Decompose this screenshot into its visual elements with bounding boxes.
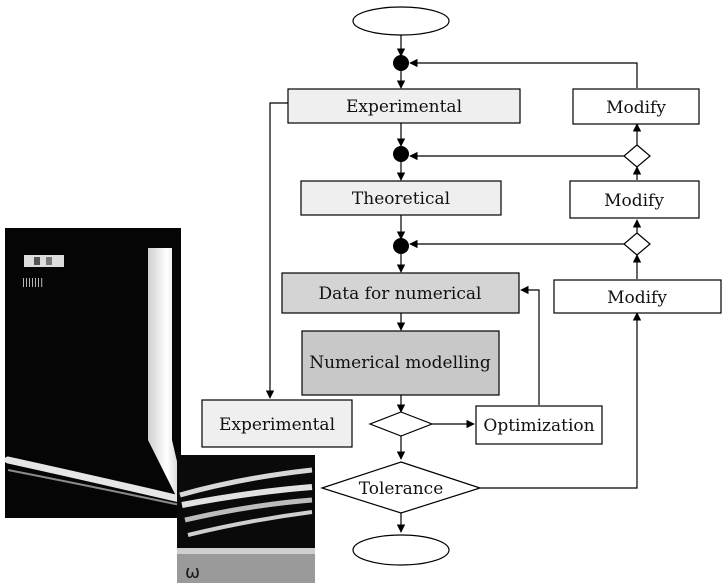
modify-bottom-label: Modify xyxy=(607,288,667,308)
experiment-photo-fibers: ω xyxy=(177,455,315,583)
tolerance-label: Tolerance xyxy=(359,479,444,499)
decision-diamond-upper xyxy=(623,144,651,168)
numerical-modelling-box: Numerical modelling xyxy=(301,330,500,396)
scale-marks: ||||||| xyxy=(22,278,43,288)
optimization-decision-diamond xyxy=(368,411,434,437)
theoretical-box: Theoretical xyxy=(300,180,502,216)
flow-connectors xyxy=(265,35,642,533)
modify-top-box: Modify xyxy=(572,88,700,125)
start-terminal xyxy=(352,6,450,36)
modify-middle-box: Modify xyxy=(569,180,700,219)
junction-lower xyxy=(393,238,409,254)
data-for-numerical-box: Data for numerical xyxy=(281,272,520,314)
junction-top xyxy=(393,55,409,71)
modify-bottom-box: Modify xyxy=(553,279,722,314)
modify-middle-label: Modify xyxy=(604,191,664,211)
junction-middle xyxy=(393,146,409,162)
svg-text:ω: ω xyxy=(185,562,200,583)
optimization-box: Optimization xyxy=(475,405,603,445)
experimental-top-label: Experimental xyxy=(346,97,462,117)
modify-top-label: Modify xyxy=(606,98,666,118)
experiment-photo-needle: ||||||| xyxy=(4,228,188,518)
theoretical-label: Theoretical xyxy=(352,189,450,209)
end-terminal xyxy=(352,534,450,566)
experimental-top-box: Experimental xyxy=(287,88,521,124)
numerical-modelling-label: Numerical modelling xyxy=(309,353,491,373)
scale-bar xyxy=(24,255,64,267)
experimental-bottom-box: Experimental xyxy=(201,399,353,448)
bent-fiber xyxy=(4,456,188,504)
decision-diamond-lower xyxy=(623,232,651,256)
needle-probe xyxy=(148,248,186,500)
experimental-bottom-label: Experimental xyxy=(219,415,335,435)
data-for-numerical-label: Data for numerical xyxy=(319,284,482,304)
tolerance-decision: Tolerance xyxy=(320,461,482,514)
optimization-label: Optimization xyxy=(483,416,594,436)
